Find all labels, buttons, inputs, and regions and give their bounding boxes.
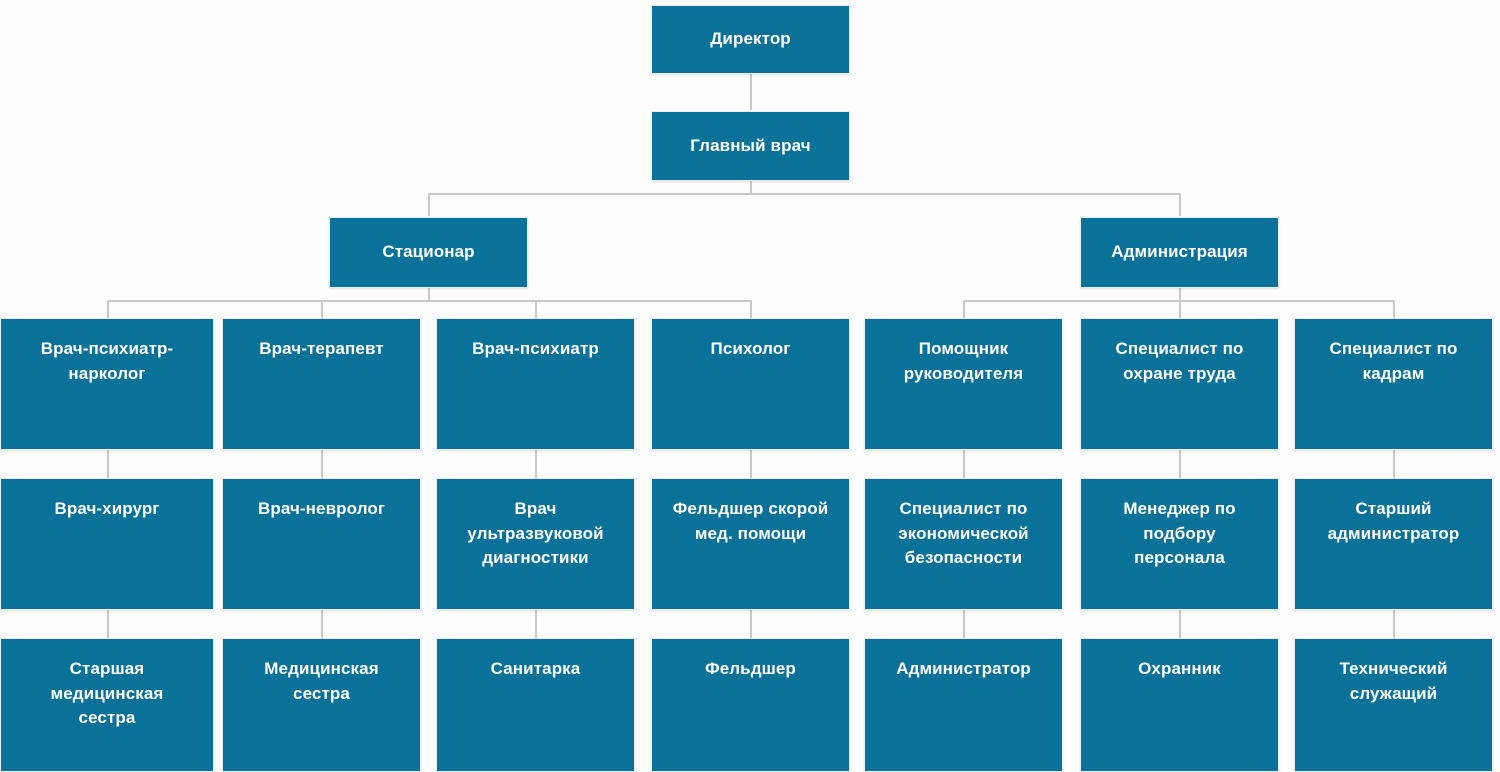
- node-hospital-label: Стационар: [382, 242, 475, 262]
- node-economic-security-label: Специалист по экономической безопасности: [898, 499, 1029, 568]
- connector-col5-row1-row2: [963, 450, 965, 478]
- node-technical-staff[interactable]: Технический служащий: [1294, 638, 1493, 772]
- connector-col6-row2-row3: [1179, 610, 1181, 638]
- connector-col5-row2-row3: [963, 610, 965, 638]
- node-psychiatrist-label: Врач-психиатр: [472, 339, 599, 358]
- node-therapist-label: Врач-терапевт: [259, 339, 384, 358]
- node-hr-specialist-label: Специалист по кадрам: [1329, 339, 1458, 383]
- node-senior-administrator[interactable]: Старший администратор: [1294, 478, 1493, 610]
- connector-administration-stem: [1179, 288, 1181, 301]
- node-head-assistant[interactable]: Помощник руководителя: [864, 318, 1063, 450]
- connector-hospital-bus: [107, 300, 751, 302]
- connector-col7-row1-row2: [1393, 450, 1395, 478]
- node-ambulance-paramedic-label: Фельдшер скорой мед. помощи: [672, 499, 829, 543]
- node-director[interactable]: Директор: [651, 5, 850, 74]
- node-chief-doctor-label: Главный врач: [690, 135, 811, 155]
- node-head-nurse-label: Старшая медицинская сестра: [50, 659, 164, 728]
- node-administrator[interactable]: Администратор: [864, 638, 1063, 772]
- connector-hospital-bus-drop-4: [750, 300, 752, 318]
- connector-bus-to-administration: [1179, 193, 1181, 216]
- node-paramedic-label: Фельдшер: [705, 659, 796, 678]
- node-ambulance-paramedic[interactable]: Фельдшер скорой мед. помощи: [651, 478, 850, 610]
- connector-col2-row1-row2: [321, 450, 323, 478]
- node-hr-specialist[interactable]: Специалист по кадрам: [1294, 318, 1493, 450]
- node-neurologist[interactable]: Врач-невролог: [222, 478, 421, 610]
- connector-hospital-bus-drop-1: [107, 300, 109, 318]
- connector-col3-row1-row2: [535, 450, 537, 478]
- node-technical-staff-label: Технический служащий: [1339, 659, 1448, 703]
- node-administrator-label: Администратор: [896, 659, 1031, 678]
- node-orderly-label: Санитарка: [490, 659, 581, 678]
- connector-hospital-bus-drop-3: [535, 300, 537, 318]
- connector-director-to-chief: [750, 74, 752, 110]
- connector-col7-row2-row3: [1393, 610, 1395, 638]
- node-ultrasound-doctor-label: Врач ультразвуковой диагностики: [467, 499, 604, 568]
- connector-administration-bus-drop-2: [1179, 300, 1181, 318]
- connector-administration-bus-drop-1: [963, 300, 965, 318]
- connector-bus-to-hospital: [428, 193, 430, 216]
- node-head-assistant-label: Помощник руководителя: [903, 339, 1024, 383]
- connector-administration-bus: [963, 300, 1393, 302]
- connector-administration-bus-drop-3: [1393, 300, 1395, 318]
- node-recruitment-manager-label: Менеджер по подбору персонала: [1123, 499, 1236, 568]
- node-security-guard[interactable]: Охранник: [1080, 638, 1279, 772]
- node-psychologist[interactable]: Психолог: [651, 318, 850, 450]
- node-nurse[interactable]: Медицинская сестра: [222, 638, 421, 772]
- connector-hospital-bus-drop-2: [321, 300, 323, 318]
- connector-col6-row1-row2: [1179, 450, 1181, 478]
- node-psychiatrist-narcologist-label: Врач-психиатр- нарколог: [40, 339, 174, 383]
- node-labor-safety[interactable]: Специалист по охране труда: [1080, 318, 1279, 450]
- connector-chief-stem: [750, 181, 752, 194]
- node-paramedic[interactable]: Фельдшер: [651, 638, 850, 772]
- node-senior-administrator-label: Старший администратор: [1327, 499, 1460, 543]
- connector-col2-row2-row3: [321, 610, 323, 638]
- node-orderly[interactable]: Санитарка: [436, 638, 635, 772]
- node-recruitment-manager[interactable]: Менеджер по подбору персонала: [1080, 478, 1279, 610]
- node-administration[interactable]: Администрация: [1080, 217, 1279, 288]
- node-security-guard-label: Охранник: [1138, 659, 1221, 678]
- node-surgeon[interactable]: Врач-хирург: [0, 478, 214, 610]
- node-psychiatrist-narcologist[interactable]: Врач-психиатр- нарколог: [0, 318, 214, 450]
- node-therapist[interactable]: Врач-терапевт: [222, 318, 421, 450]
- node-director-label: Директор: [710, 29, 791, 49]
- node-administration-label: Администрация: [1111, 242, 1248, 262]
- node-head-nurse[interactable]: Старшая медицинская сестра: [0, 638, 214, 772]
- node-labor-safety-label: Специалист по охране труда: [1115, 339, 1244, 383]
- node-neurologist-label: Врач-невролог: [257, 499, 386, 518]
- node-chief-doctor[interactable]: Главный врач: [651, 111, 850, 181]
- node-surgeon-label: Врач-хирург: [54, 499, 160, 518]
- connector-col4-row2-row3: [750, 610, 752, 638]
- connector-hospital-stem: [428, 288, 430, 301]
- node-ultrasound-doctor[interactable]: Врач ультразвуковой диагностики: [436, 478, 635, 610]
- connector-col1-row1-row2: [107, 450, 109, 478]
- node-psychologist-label: Психолог: [710, 339, 791, 358]
- node-psychiatrist[interactable]: Врач-психиатр: [436, 318, 635, 450]
- connector-col4-row1-row2: [750, 450, 752, 478]
- connector-col3-row2-row3: [535, 610, 537, 638]
- connector-col1-row2-row3: [107, 610, 109, 638]
- connector-level2-bus: [428, 193, 1180, 195]
- node-nurse-label: Медицинская сестра: [264, 659, 379, 703]
- node-hospital[interactable]: Стационар: [329, 217, 528, 288]
- node-economic-security[interactable]: Специалист по экономической безопасности: [864, 478, 1063, 610]
